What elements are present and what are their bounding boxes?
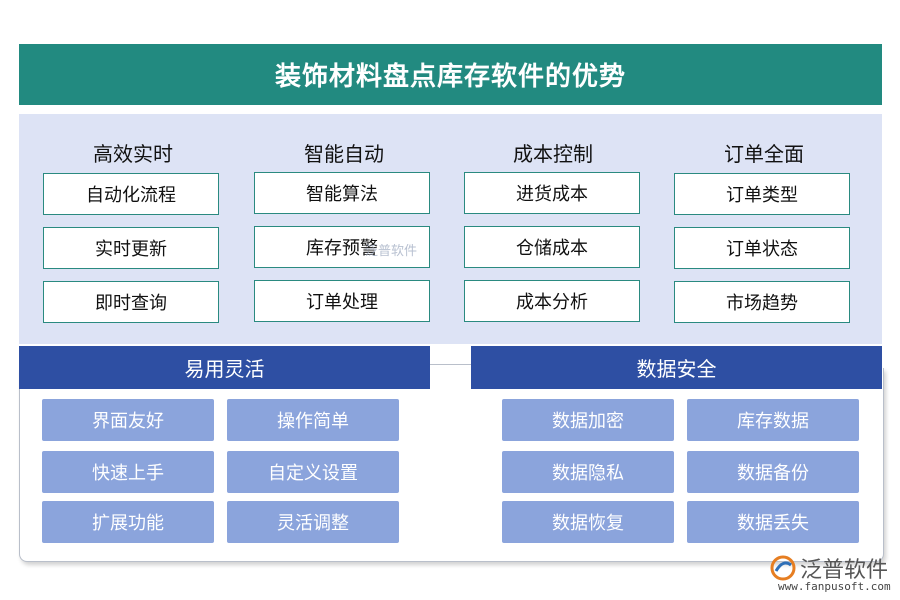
connector-line	[430, 364, 471, 365]
feature-box: 市场趋势	[674, 281, 850, 323]
security-box: 数据丢失	[687, 501, 859, 543]
ease-box: 操作简单	[227, 399, 399, 441]
column-heading: 成本控制	[513, 142, 593, 166]
column-heading: 智能自动	[304, 142, 384, 166]
feature-box: 仓储成本	[464, 226, 640, 268]
section-heading-security: 数据安全	[471, 346, 882, 389]
feature-box: 订单类型	[674, 173, 850, 215]
ease-box: 自定义设置	[227, 451, 399, 493]
security-box: 数据隐私	[502, 451, 674, 493]
security-box: 数据备份	[687, 451, 859, 493]
logo-name: 泛普软件	[800, 558, 889, 583]
column-heading: 订单全面	[724, 142, 804, 166]
feature-box: 即时查询	[43, 281, 219, 323]
feature-box: 实时更新	[43, 227, 219, 269]
section-heading-ease: 易用灵活	[19, 346, 430, 389]
feature-box: 成本分析	[464, 280, 640, 322]
brand-logo: 泛普软件	[770, 552, 888, 584]
feature-box: 订单处理	[254, 280, 430, 322]
feature-box: 库存预警	[254, 226, 430, 268]
advantages-panel: 高效实时 自动化流程 实时更新 即时查询 智能自动 智能算法 库存预警 订单处理…	[19, 114, 882, 344]
ease-box: 灵活调整	[227, 501, 399, 543]
feature-box: 订单状态	[674, 227, 850, 269]
column-heading: 高效实时	[93, 142, 173, 166]
logo-icon	[770, 555, 796, 581]
feature-box: 自动化流程	[43, 173, 219, 215]
security-box: 库存数据	[687, 399, 859, 441]
feature-box: 智能算法	[254, 172, 430, 214]
feature-box: 进货成本	[464, 172, 640, 214]
security-box: 数据恢复	[502, 501, 674, 543]
ease-box: 快速上手	[42, 451, 214, 493]
ease-box: 界面友好	[42, 399, 214, 441]
ease-box: 扩展功能	[42, 501, 214, 543]
security-box: 数据加密	[502, 399, 674, 441]
page-title: 装饰材料盘点库存软件的优势	[19, 44, 882, 105]
logo-url: www.fanpusoft.com	[778, 580, 891, 593]
watermark-text: 泛普软件	[365, 244, 418, 259]
